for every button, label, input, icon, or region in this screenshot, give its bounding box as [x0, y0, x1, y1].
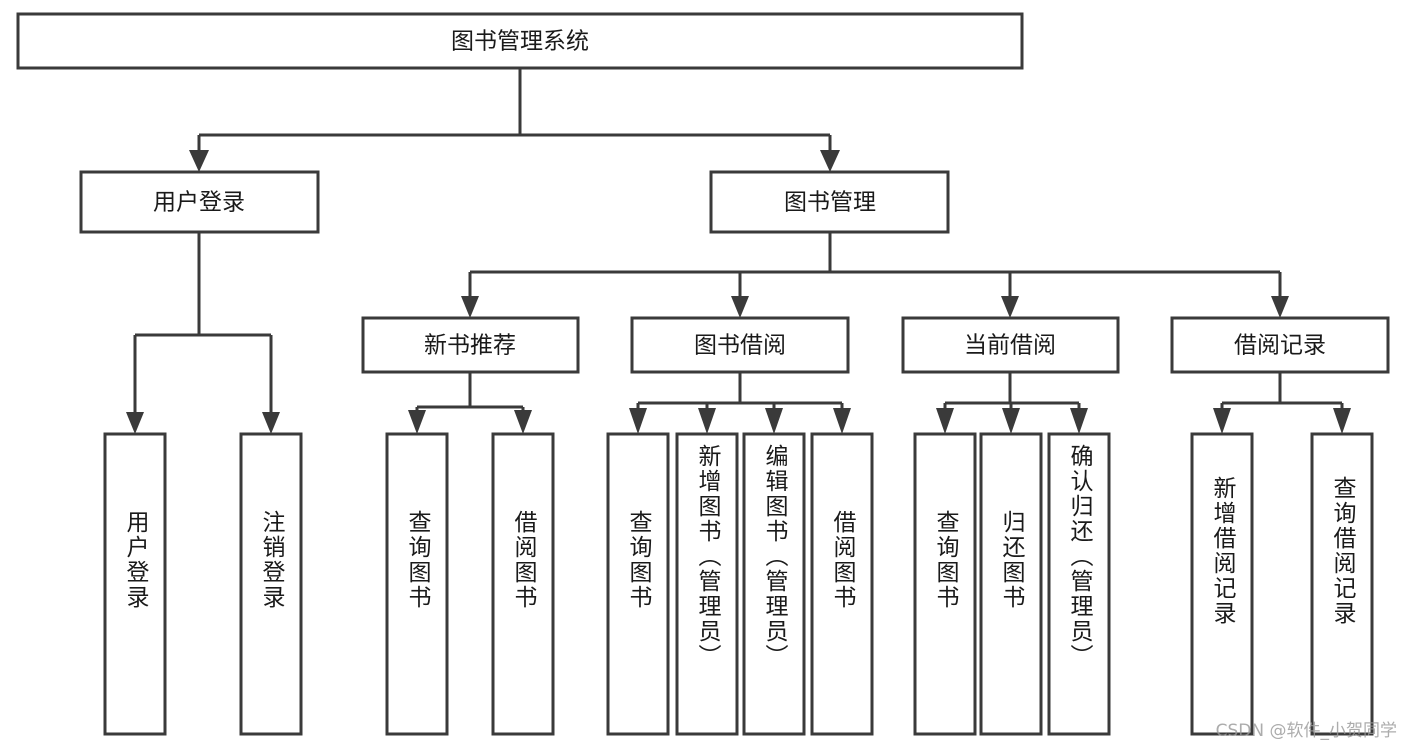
arrow-borrow-3	[765, 408, 783, 434]
arrow-current-1	[936, 408, 954, 434]
node-new-book-recommend-label: 新书推荐	[424, 333, 516, 359]
leaf-borrow-query-books[interactable]	[606, 432, 670, 736]
leaf-user-logout[interactable]	[239, 432, 303, 736]
arrow-level2-2	[820, 150, 840, 172]
arrow-records-1	[1213, 408, 1231, 434]
arrow-borrow-2	[698, 408, 716, 434]
node-borrow-records-label: 借阅记录	[1234, 333, 1326, 359]
leaf-current-confirm-return-admin[interactable]	[1047, 432, 1111, 736]
node-book-management[interactable]	[709, 170, 950, 234]
arrow-current-2	[1002, 408, 1020, 434]
node-current-borrow-label: 当前借阅	[964, 333, 1056, 359]
node-root-system[interactable]	[16, 12, 1024, 70]
arrow-userlogin-1	[126, 412, 144, 434]
leaf-borrow-add-book-admin[interactable]	[675, 432, 739, 736]
arrow-level3-4	[1271, 296, 1289, 318]
arrow-current-3	[1070, 408, 1088, 434]
node-book-management-label: 图书管理	[784, 190, 876, 216]
arrow-level2-1	[189, 150, 209, 172]
arrow-level3-3	[1001, 296, 1019, 318]
node-book-borrow-label: 图书借阅	[694, 333, 786, 359]
leaf-current-query-books[interactable]	[913, 432, 977, 736]
leaf-borrow-edit-book-admin[interactable]	[742, 432, 806, 736]
leaf-user-login[interactable]	[103, 432, 167, 736]
leaf-newbook-query-books[interactable]	[385, 432, 449, 736]
arrow-records-2	[1333, 408, 1351, 434]
arrow-newbook-2	[514, 410, 532, 434]
node-root-system-label: 图书管理系统	[451, 29, 589, 55]
node-user-login-label: 用户登录	[153, 190, 245, 216]
arrow-borrow-4	[833, 408, 851, 434]
node-borrow-records[interactable]	[1170, 316, 1390, 374]
leaf-records-add-record[interactable]	[1190, 432, 1254, 736]
arrow-borrow-1	[629, 408, 647, 434]
leaf-borrow-borrow-books[interactable]	[810, 432, 874, 736]
leaf-newbook-borrow-books[interactable]	[491, 432, 555, 736]
arrow-level3-2	[731, 296, 749, 318]
node-new-book-recommend[interactable]	[361, 316, 580, 374]
leaf-current-return-books[interactable]	[979, 432, 1043, 736]
leaf-records-query-record[interactable]	[1310, 432, 1374, 736]
arrow-level3-1	[461, 296, 479, 318]
arrow-userlogin-2	[262, 412, 280, 434]
node-book-borrow[interactable]	[630, 316, 850, 374]
arrow-newbook-1	[408, 410, 426, 434]
node-current-borrow[interactable]	[901, 316, 1120, 374]
